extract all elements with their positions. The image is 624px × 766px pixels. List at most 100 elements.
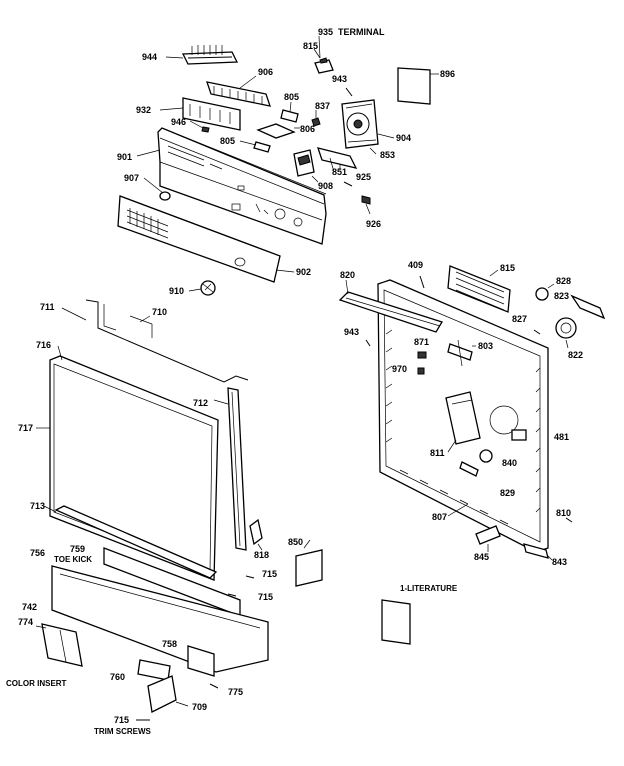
callout-758: 758 bbox=[162, 639, 177, 649]
callout-color-insert: COLOR INSERT bbox=[6, 679, 67, 688]
part-815-terminal-block bbox=[314, 57, 334, 74]
callout-851: 851 bbox=[332, 167, 347, 177]
callout-946: 946 bbox=[171, 117, 186, 127]
part-908-switch bbox=[293, 149, 315, 177]
part-810-clip bbox=[565, 517, 573, 523]
callout-712: 712 bbox=[193, 398, 208, 408]
part-774-color-insert bbox=[41, 623, 83, 667]
callout-literature: 1-LITERATURE bbox=[400, 584, 458, 593]
callout-871: 871 bbox=[414, 337, 429, 347]
part-820-handle bbox=[338, 291, 443, 333]
callout-840: 840 bbox=[502, 458, 517, 468]
part-946 bbox=[201, 126, 210, 133]
part-925 bbox=[343, 181, 353, 187]
callout-853: 853 bbox=[380, 150, 395, 160]
part-943-screw-right bbox=[365, 339, 371, 347]
part-760-bracket bbox=[137, 659, 171, 681]
callout-818: 818 bbox=[254, 550, 269, 560]
part-823-arm bbox=[570, 294, 606, 320]
callout-810: 810 bbox=[556, 508, 571, 518]
callout-715-b: 715 bbox=[258, 592, 273, 602]
callout-775: 775 bbox=[228, 687, 243, 697]
callout-910: 910 bbox=[169, 286, 184, 296]
part-715-screw-a bbox=[245, 575, 255, 579]
callout-823: 823 bbox=[554, 291, 569, 301]
part-805-a bbox=[280, 109, 299, 123]
part-710-door-frame bbox=[85, 299, 249, 383]
part-409-screw bbox=[419, 275, 425, 289]
part-845-hinge bbox=[475, 525, 501, 545]
part-907-badge bbox=[159, 191, 171, 201]
part-843-strip bbox=[523, 543, 549, 559]
callout-806: 806 bbox=[300, 124, 315, 134]
part-818-bracket bbox=[249, 518, 263, 546]
callout-822: 822 bbox=[568, 350, 583, 360]
callout-904: 904 bbox=[396, 133, 411, 143]
part-803-latch bbox=[447, 339, 473, 367]
part-literature-booklet bbox=[381, 599, 411, 645]
callout-827: 827 bbox=[512, 314, 527, 324]
callout-715-c: 715 bbox=[114, 715, 129, 725]
part-829 bbox=[459, 461, 479, 477]
part-828-cap bbox=[535, 287, 549, 301]
part-851-bracket bbox=[317, 147, 358, 173]
part-906-button-assembly bbox=[206, 81, 271, 107]
callout-481: 481 bbox=[554, 432, 569, 442]
callout-711: 711 bbox=[40, 302, 55, 312]
callout-943-right: 943 bbox=[344, 327, 359, 337]
callout-trim-screws: TRIM SCREWS bbox=[94, 727, 152, 736]
part-756-kickplate bbox=[51, 565, 269, 673]
part-758 bbox=[187, 645, 215, 677]
callout-805-b: 805 bbox=[220, 136, 235, 146]
callout-896: 896 bbox=[440, 69, 455, 79]
callout-toe-kick: TOE KICK bbox=[54, 555, 92, 564]
part-709-bracket bbox=[147, 675, 177, 713]
part-811-dispenser bbox=[445, 391, 481, 445]
part-837 bbox=[311, 117, 321, 127]
callout-935: 935 bbox=[318, 27, 333, 37]
part-901-control-console bbox=[157, 127, 327, 245]
part-712-side-trim bbox=[227, 387, 247, 551]
callout-944: 944 bbox=[142, 52, 157, 62]
part-822-gear bbox=[555, 317, 577, 339]
callout-828: 828 bbox=[556, 276, 571, 286]
part-970 bbox=[417, 367, 425, 375]
callout-709: 709 bbox=[192, 702, 207, 712]
callout-907: 907 bbox=[124, 173, 139, 183]
callout-760: 760 bbox=[110, 672, 125, 682]
part-850-bracket bbox=[295, 539, 323, 587]
part-713-bottom-trim bbox=[54, 505, 218, 579]
callout-terminal-word: TERMINAL bbox=[338, 27, 385, 37]
part-944-switch-strip bbox=[181, 45, 239, 65]
callout-925: 925 bbox=[356, 172, 371, 182]
callout-811: 811 bbox=[430, 448, 445, 458]
part-932-keypad-frame bbox=[182, 97, 241, 131]
part-910-knob bbox=[200, 280, 216, 296]
callout-815-top: 815 bbox=[303, 41, 318, 51]
callout-850: 850 bbox=[288, 537, 303, 547]
callout-759: 759 bbox=[70, 544, 85, 554]
part-904-timer bbox=[341, 99, 379, 149]
callout-717: 717 bbox=[18, 423, 33, 433]
part-871 bbox=[417, 351, 427, 359]
part-827-screw bbox=[533, 329, 541, 335]
callout-906: 906 bbox=[258, 67, 273, 77]
callout-805-a: 805 bbox=[284, 92, 299, 102]
callout-926: 926 bbox=[366, 219, 381, 229]
callout-715-a: 715 bbox=[262, 569, 277, 579]
callout-756: 756 bbox=[30, 548, 45, 558]
part-806-plate bbox=[256, 123, 296, 139]
callout-970: 970 bbox=[392, 364, 407, 374]
callout-815-right: 815 bbox=[500, 263, 515, 273]
callout-932: 932 bbox=[136, 105, 151, 115]
callout-845: 845 bbox=[474, 552, 489, 562]
callout-943-top: 943 bbox=[332, 74, 347, 84]
part-896-label-sheet bbox=[397, 67, 431, 105]
callout-716: 716 bbox=[36, 340, 51, 350]
callout-837: 837 bbox=[315, 101, 330, 111]
callout-803: 803 bbox=[478, 341, 493, 351]
part-815-vent-grille bbox=[447, 265, 511, 313]
callout-774: 774 bbox=[18, 617, 33, 627]
part-775 bbox=[209, 683, 219, 689]
